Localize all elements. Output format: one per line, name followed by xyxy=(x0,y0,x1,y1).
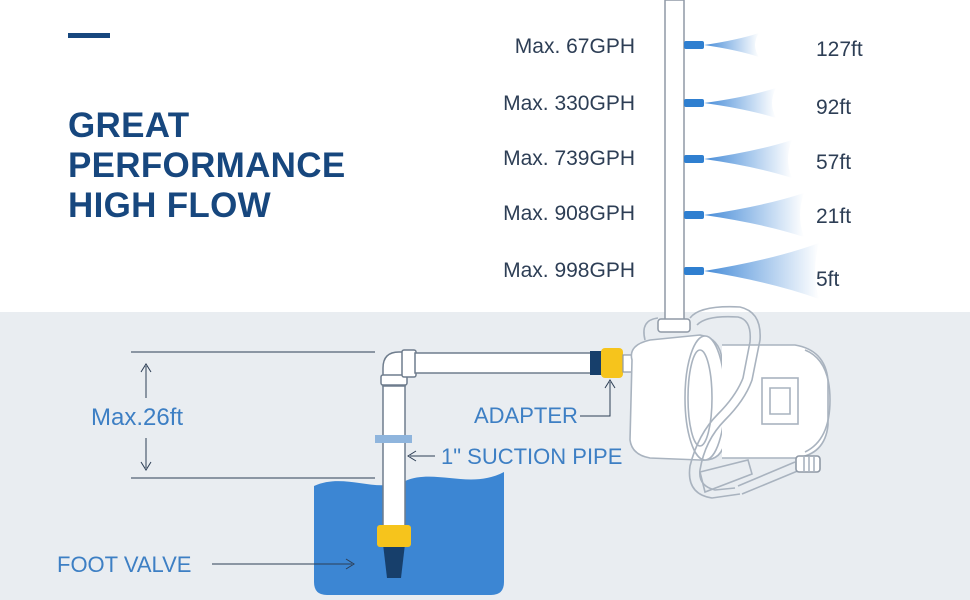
head-label-2: 92ft xyxy=(816,96,852,119)
headline: GREAT PERFORMANCE HIGH FLOW xyxy=(68,106,345,226)
foot-valve-label: FOOT VALVE xyxy=(57,552,192,577)
nozzle-4 xyxy=(684,211,704,219)
spray-cone-1 xyxy=(704,33,759,57)
headline-line-2: PERFORMANCE xyxy=(68,146,346,185)
flow-label-5: Max. 998GPH xyxy=(503,259,635,282)
suction-pipe-label: 1" SUCTION PIPE xyxy=(441,444,623,469)
adapter xyxy=(590,348,634,378)
discharge-pipe xyxy=(657,0,691,333)
head-label-3: 57ft xyxy=(816,151,852,174)
pump-body xyxy=(629,305,831,499)
spray-cone-3 xyxy=(704,140,792,178)
spray-cone-5 xyxy=(704,243,819,299)
lift-dimension xyxy=(131,351,375,479)
adapter-label: ADAPTER xyxy=(474,403,578,428)
accent-bar xyxy=(68,33,110,38)
headline-line-1: GREAT xyxy=(68,106,190,145)
nozzle-5 xyxy=(684,267,704,275)
callout-leaders xyxy=(212,379,616,570)
nozzle-3 xyxy=(684,155,704,163)
suction-pipe xyxy=(375,349,594,531)
head-label-5: 5ft xyxy=(816,268,840,291)
head-label-4: 21ft xyxy=(816,205,852,228)
head-label-1: 127ft xyxy=(816,38,863,61)
nozzle-1 xyxy=(684,41,704,49)
headline-line-3: HIGH FLOW xyxy=(68,186,271,225)
spray-cone-2 xyxy=(704,88,776,118)
flow-label-4: Max. 908GPH xyxy=(503,202,635,225)
flow-label-2: Max. 330GPH xyxy=(503,92,635,115)
foot-valve xyxy=(377,525,411,578)
max-lift-label: Max.26ft xyxy=(91,404,184,431)
flow-label-1: Max. 67GPH xyxy=(514,35,635,58)
nozzle-2 xyxy=(684,99,704,107)
flow-label-3: Max. 739GPH xyxy=(503,147,635,170)
spray-cone-4 xyxy=(704,193,804,237)
flow-nozzles xyxy=(684,33,819,299)
